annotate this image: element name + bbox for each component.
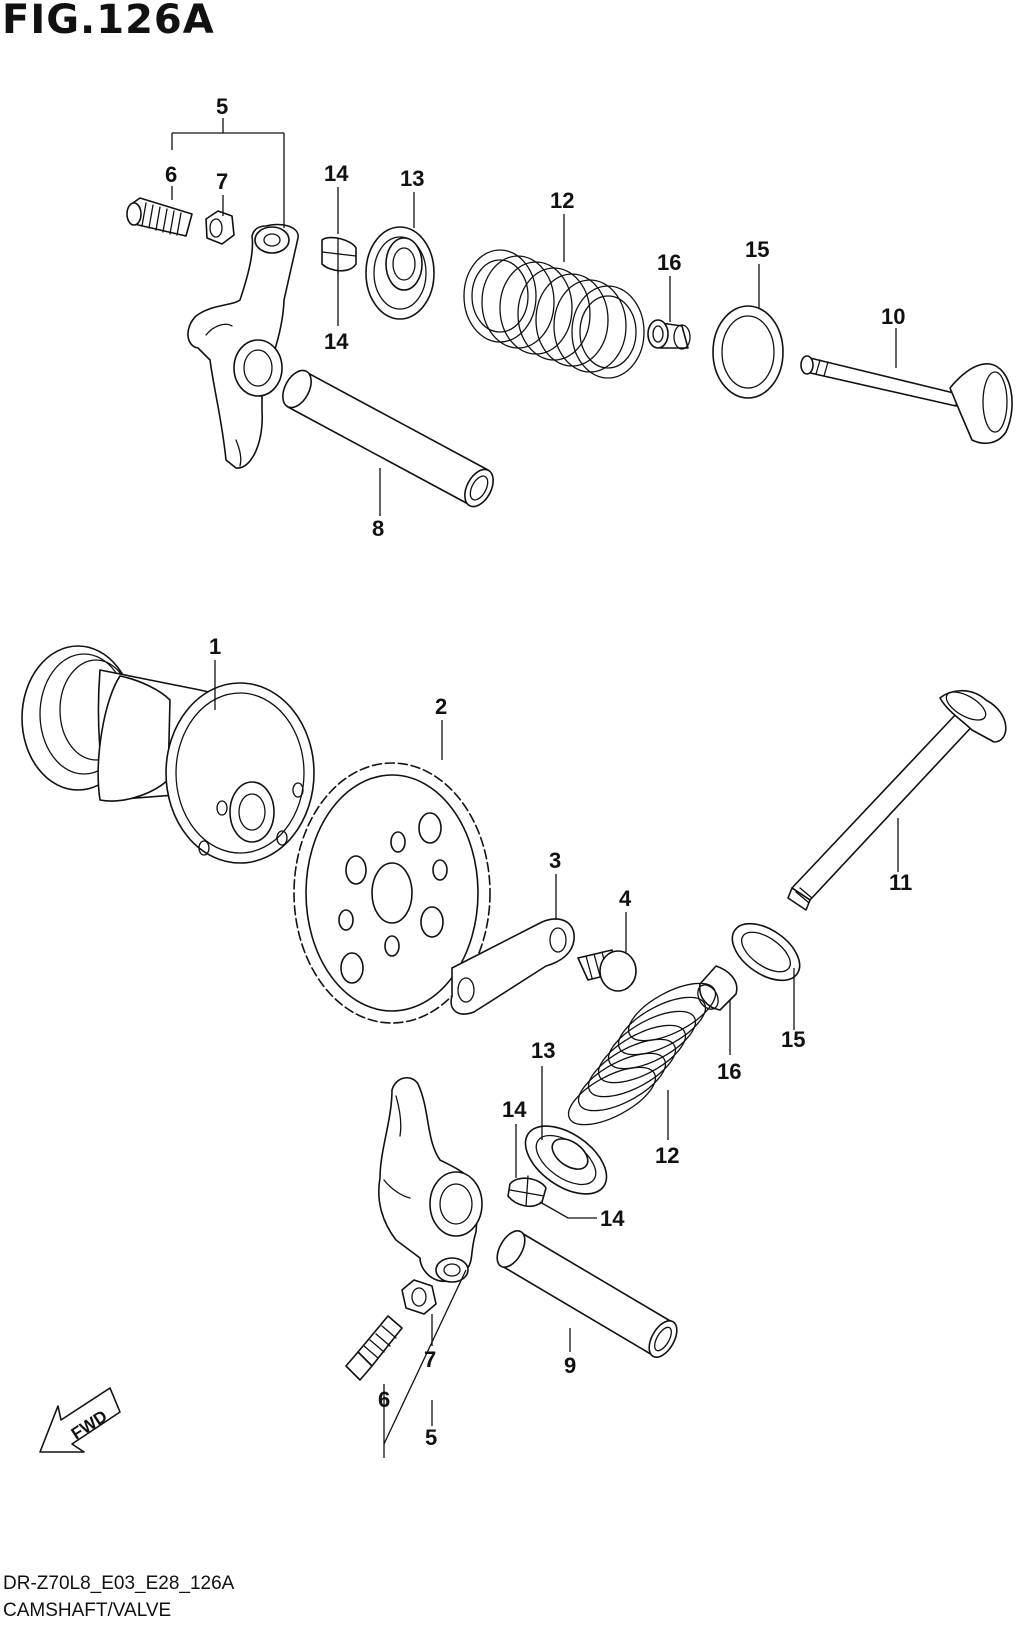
callout-14-top-lower: 14 [324, 329, 349, 354]
callout-12-top: 12 [550, 188, 574, 213]
bolt-part-4 [577, 949, 637, 992]
retainer-part-13-bottom [524, 1125, 608, 1195]
retainer-part-13-top [365, 226, 435, 320]
callout-2: 2 [435, 694, 447, 719]
callout-6-bottom: 6 [378, 1387, 390, 1412]
callout-8: 8 [372, 516, 384, 541]
leader-lines-top [171, 118, 897, 516]
callout-15-top: 15 [745, 237, 769, 262]
callout-14-bottom-upper: 14 [502, 1097, 527, 1122]
callout-11: 11 [889, 870, 912, 895]
seal-part-16-bottom [697, 965, 738, 1011]
shaft-part-9 [496, 1230, 678, 1358]
nut-part-7-bottom [401, 1279, 437, 1315]
shaft-part-8 [282, 369, 494, 508]
bolt-part-6-top [126, 197, 193, 237]
callout-7-top: 7 [216, 169, 228, 194]
figure-title: FIG.126A [2, 0, 215, 43]
callout-1: 1 [209, 634, 221, 659]
camshaft-part-1 [97, 669, 315, 864]
callout-13-bottom: 13 [531, 1038, 555, 1063]
callout-9: 9 [564, 1353, 576, 1378]
seal-part-16-top [647, 319, 691, 350]
callout-10: 10 [881, 304, 905, 329]
callout-3: 3 [549, 848, 561, 873]
callout-13-top: 13 [400, 166, 424, 191]
rocker-arm-bottom [377, 1077, 483, 1283]
fwd-arrow-icon [39, 1387, 121, 1453]
callout-15-bottom: 15 [781, 1027, 805, 1052]
callout-7-bottom: 7 [424, 1347, 436, 1372]
callout-14-bottom-lower: 14 [600, 1206, 625, 1231]
cotter-part-14-bottom [507, 1175, 547, 1208]
sprocket-part-2 [293, 762, 491, 1024]
leader-lines-bottom [214, 660, 899, 1458]
callout-6-top: 6 [165, 162, 177, 187]
washer-part-15-bottom [731, 922, 801, 982]
callout-14-top-upper: 14 [324, 161, 349, 186]
nut-part-7-top [205, 210, 235, 245]
callout-16-bottom: 16 [717, 1059, 741, 1084]
callout-16-top: 16 [657, 250, 681, 275]
diagram-code: DR-Z70L8_E03_E28_126A [3, 1573, 235, 1594]
rocker-arm-top [187, 223, 299, 469]
footer: DR-Z70L8_E03_E28_126A CAMSHAFT/VALVE [3, 1570, 234, 1624]
callout-12-bottom: 12 [655, 1143, 679, 1168]
spring-part-12-bottom [567, 982, 717, 1126]
valve-part-10 [800, 355, 1013, 445]
valve-part-11 [787, 689, 1007, 911]
diagram-caption: CAMSHAFT/VALVE [3, 1600, 172, 1621]
plate-part-3 [450, 918, 575, 1015]
callout-5-bottom: 5 [425, 1425, 437, 1450]
washer-part-15-top [712, 305, 784, 399]
callout-4: 4 [619, 886, 632, 911]
cotter-part-14-top [321, 236, 357, 275]
bolt-part-6-bottom [345, 1315, 403, 1381]
spring-part-12-top [463, 249, 645, 379]
callout-5-top: 5 [216, 94, 228, 119]
